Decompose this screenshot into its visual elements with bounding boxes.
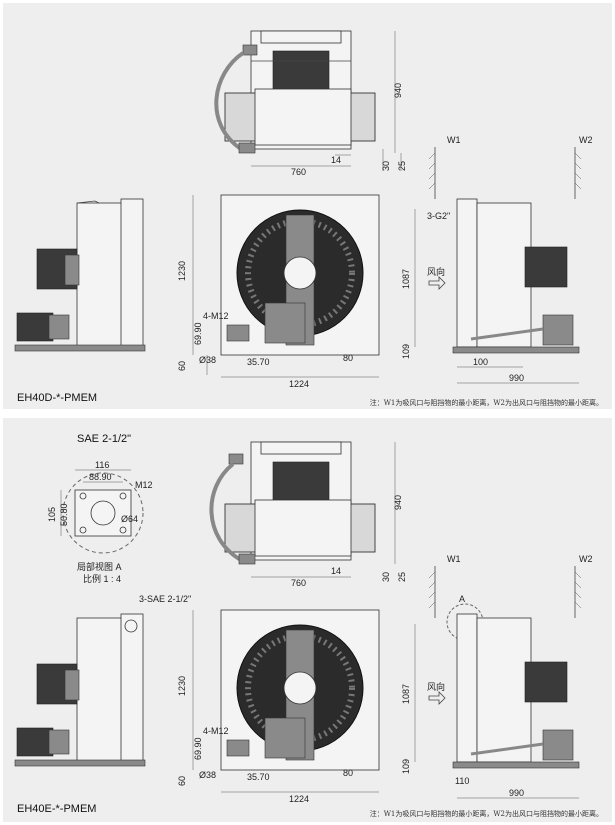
eh40e-drawing: SAE 2-1/2" 116 88.90 M12 105 50.80 Ø64 局… (14, 433, 603, 818)
dim-top-height: 940 (393, 495, 403, 510)
dim-thread: 4-M12 (203, 726, 229, 736)
dim-top-14: 14 (331, 566, 341, 576)
w2-label: W2 (579, 554, 593, 564)
detail-caption: 局部视图 A (77, 561, 122, 572)
w1-label: W1 (447, 135, 461, 145)
dim-top-25: 25 (397, 161, 407, 171)
w1-label: W1 (447, 554, 461, 564)
front-view (192, 194, 380, 378)
dim-top-30: 30 (381, 161, 391, 171)
dim-front-height: 1230 (177, 261, 187, 281)
dim-side-990: 990 (509, 373, 524, 383)
front-view (192, 609, 380, 793)
eh40d-drawing: 940 760 14 30 25 1230 1224 4-M12 69.90 3… (14, 30, 603, 407)
view-a-marker: A (459, 594, 465, 604)
detail-title: SAE 2-1/2" (77, 433, 131, 445)
airflow-label: 风向 (427, 266, 445, 277)
dim-6990: 69.90 (193, 322, 203, 345)
dim-front-width: 1224 (289, 379, 309, 389)
side-view (414, 566, 582, 799)
detail-scale: 比例 1 : 4 (83, 573, 121, 584)
dim-top-height: 940 (393, 83, 403, 98)
model-label: EH40E-*-PMEM (17, 803, 96, 815)
top-view (214, 30, 402, 171)
dim-top-14: 14 (331, 155, 341, 165)
note-text: 注：W1为吸风口与阻挡物的最小距离，W2为出风口与阻挡物的最小距离。 (370, 809, 603, 818)
note-text: 注：W1为吸风口与阻挡物的最小距离，W2为出风口与阻挡物的最小距离。 (370, 398, 603, 407)
dim-front-width: 1224 (289, 794, 309, 804)
dim-side-height: 1087 (401, 269, 411, 289)
w2-label: W2 (579, 135, 593, 145)
drawing-panel-eh40d: 940 760 14 30 25 1230 1224 4-M12 69.90 3… (3, 3, 612, 409)
dim-side-110: 110 (455, 776, 469, 786)
dim-thread: 4-M12 (203, 311, 229, 321)
detail-64: Ø64 (121, 514, 138, 524)
side-view (414, 147, 582, 384)
port-label: 3-SAE 2-1/2" (139, 594, 191, 604)
dim-6990: 69.90 (193, 737, 203, 760)
detail-105: 105 (47, 507, 57, 522)
detail-m12: M12 (135, 480, 153, 490)
detail-116: 116 (95, 460, 109, 470)
dim-80: 80 (343, 353, 353, 363)
detail-view-a (60, 469, 144, 554)
dim-60: 60 (177, 361, 187, 371)
dim-side-100: 100 (473, 357, 488, 367)
left-view (14, 613, 146, 767)
dim-top-width: 760 (291, 578, 306, 588)
dim-top-width: 760 (291, 167, 306, 177)
detail-8890: 88.90 (89, 472, 112, 482)
dim-80: 80 (343, 768, 353, 778)
dim-side-990: 990 (509, 788, 524, 798)
dim-side-height: 1087 (401, 684, 411, 704)
detail-5080: 50.80 (59, 503, 69, 526)
drawing-panel-eh40e: SAE 2-1/2" 116 88.90 M12 105 50.80 Ø64 局… (3, 418, 612, 822)
port-label: 3-G2" (427, 211, 450, 221)
dim-top-25: 25 (397, 572, 407, 582)
dim-side-109: 109 (401, 759, 411, 774)
top-view (209, 441, 396, 578)
left-view (14, 198, 146, 352)
dim-dia: Ø38 (199, 355, 216, 365)
dim-top-30: 30 (381, 572, 391, 582)
dim-dia: Ø38 (199, 770, 216, 780)
dim-side-109: 109 (401, 344, 411, 359)
dim-front-height: 1230 (177, 676, 187, 696)
dim-3570: 35.70 (247, 772, 270, 782)
dim-3570: 35.70 (247, 357, 270, 367)
airflow-label: 风向 (427, 681, 445, 692)
model-label: EH40D-*-PMEM (17, 392, 97, 404)
dim-60: 60 (177, 776, 187, 786)
